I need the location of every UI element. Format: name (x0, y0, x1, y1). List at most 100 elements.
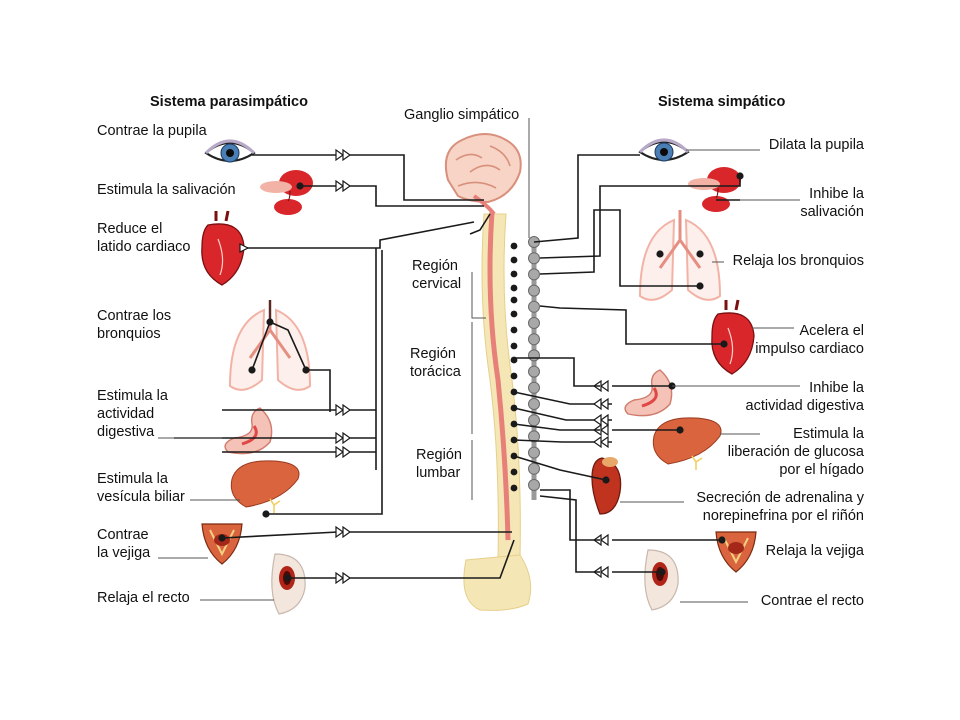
ganglion-node (528, 349, 540, 362)
symp-label-bladder: Relaja la vejiga (765, 543, 864, 559)
ganglion-node (528, 268, 540, 281)
symp-label-digestive: Inhibe la actividad digestiva (745, 380, 865, 414)
rectum-icon (271, 553, 306, 615)
para-synapse-salivation (335, 179, 352, 193)
symp-dot-bronchi-r (696, 250, 704, 258)
para-synapse-rectum (335, 571, 352, 585)
symp-nerve-digestive (514, 357, 600, 387)
parasympathetic-header: Sistema parasimpático (150, 94, 308, 110)
para-label-rectum: Relaja el recto (97, 590, 190, 606)
ganglion-node (528, 365, 540, 378)
para-label-digestive: Estimula la actividad digestiva (97, 388, 168, 440)
spinal-root-dot (510, 296, 518, 304)
symp-label-salivation: Inhibe la salivación (800, 186, 864, 220)
symp-nerve-pupil (533, 154, 640, 243)
sacrum (463, 554, 532, 611)
spinal-root-dot (510, 342, 518, 350)
spinal-cord (487, 211, 511, 541)
para-synapse-bladder (335, 525, 352, 539)
para-nerve-rectum (350, 539, 515, 579)
ganglion-node (528, 381, 540, 394)
cervical-bracket (471, 272, 486, 319)
ganglion-node (528, 333, 540, 346)
symp-dot-bronchi-l (656, 250, 664, 258)
para-label-pupil: Contrae la pupila (97, 123, 207, 139)
sympathetic-header: Sistema simpático (658, 94, 786, 110)
right-eye-icon (638, 138, 690, 162)
region-cervical: Región cervical (412, 258, 462, 292)
stomach-icon (224, 407, 273, 455)
ganglion-node (528, 300, 540, 313)
para-synapse-heart (239, 243, 250, 253)
para-synapse-digestive (335, 431, 352, 445)
symp-nerve-salivation (539, 176, 741, 259)
spinal-root-dot (510, 372, 518, 380)
symp-nerve-heart (539, 305, 724, 345)
symp-label-pupil: Dilata la pupila (768, 137, 864, 153)
symp-label-liver: Estimula la liberación de glucosa por el… (727, 426, 864, 478)
ganglion-label: Ganglio simpático (404, 107, 520, 123)
para-synapse-digestive-3 (335, 445, 352, 459)
para-nerve-bronchi-b (251, 321, 271, 371)
ganglion-node (528, 479, 540, 491)
kidney-icon (591, 457, 622, 515)
symp-nerve-liver (513, 423, 600, 431)
heart-icon (201, 210, 245, 286)
eye-icon (204, 139, 256, 163)
para-nerve-bronchi-d (306, 369, 331, 412)
ganglion-node (528, 252, 540, 265)
ganglion-node (528, 446, 540, 459)
ganglion-node (528, 317, 540, 329)
spinal-root-dot (510, 270, 518, 278)
region-thoracic: Región torácica (410, 346, 461, 380)
para-line-bladder (221, 531, 339, 539)
spinal-root-dot (510, 256, 518, 264)
right-stomach-icon (624, 369, 673, 417)
para-nerve-bronchi-c (269, 321, 307, 371)
symp-label-bronchi: Relaja los bronquios (732, 253, 864, 269)
ganglion-node (528, 430, 540, 443)
spinal-root-dot (510, 284, 518, 292)
liver-icon (230, 460, 300, 513)
para-nerve-gallbladder (266, 250, 383, 515)
ganglion-node (528, 398, 540, 410)
symp-nerve-bronchi (539, 209, 700, 287)
right-heart-icon (711, 299, 755, 375)
brain-icon (444, 133, 522, 216)
spinal-root-dot (510, 484, 518, 492)
right-rectum-icon (644, 549, 679, 611)
para-nerve-heart (246, 221, 475, 249)
right-lungs-icon (638, 210, 722, 301)
symp-synapse-liver-2 (592, 435, 609, 449)
para-label-salivation: Estimula la salivación (97, 182, 236, 198)
region-lumbar: Región lumbar (416, 447, 462, 481)
symp-synapse-digestive-2 (592, 397, 609, 411)
ganglion-node (528, 462, 540, 475)
spinal-root-dot (510, 468, 518, 476)
salivary-gland-icon (260, 170, 313, 215)
para-label-bronchi: Contrae los bronquios (97, 308, 172, 342)
symp-nerve-bladder (540, 489, 600, 541)
symp-label-rectum: Contrae el recto (760, 593, 864, 609)
ganglion-node (528, 284, 540, 297)
symp-label-kidney: Secreción de adrenalina y norepinefrina … (696, 490, 864, 524)
symp-nerve-rectum (539, 495, 600, 573)
brain-nerve-1 (469, 213, 491, 235)
right-bladder-icon (715, 531, 757, 573)
symp-nerve-kidney (513, 455, 607, 481)
para-label-heart: Reduce el latido cardiaco (97, 221, 191, 255)
right-liver-icon (652, 417, 722, 470)
para-synapse-digestive-2 (335, 403, 352, 417)
para-synapse-pupil (335, 148, 352, 162)
para-nerve-pupil (350, 154, 484, 201)
symp-synapse-digestive-3 (592, 413, 609, 427)
spinal-root-dot (510, 326, 518, 334)
para-nerve-salivation (350, 185, 484, 207)
right-salivary-gland-icon (688, 167, 741, 212)
ganglion-node (528, 414, 540, 427)
spinal-root-dot (510, 310, 518, 318)
symp-label-heart: Acelera el impulso cardiaco (755, 323, 864, 357)
para-label-gallbladder: Estimula la vesícula biliar (97, 471, 185, 505)
